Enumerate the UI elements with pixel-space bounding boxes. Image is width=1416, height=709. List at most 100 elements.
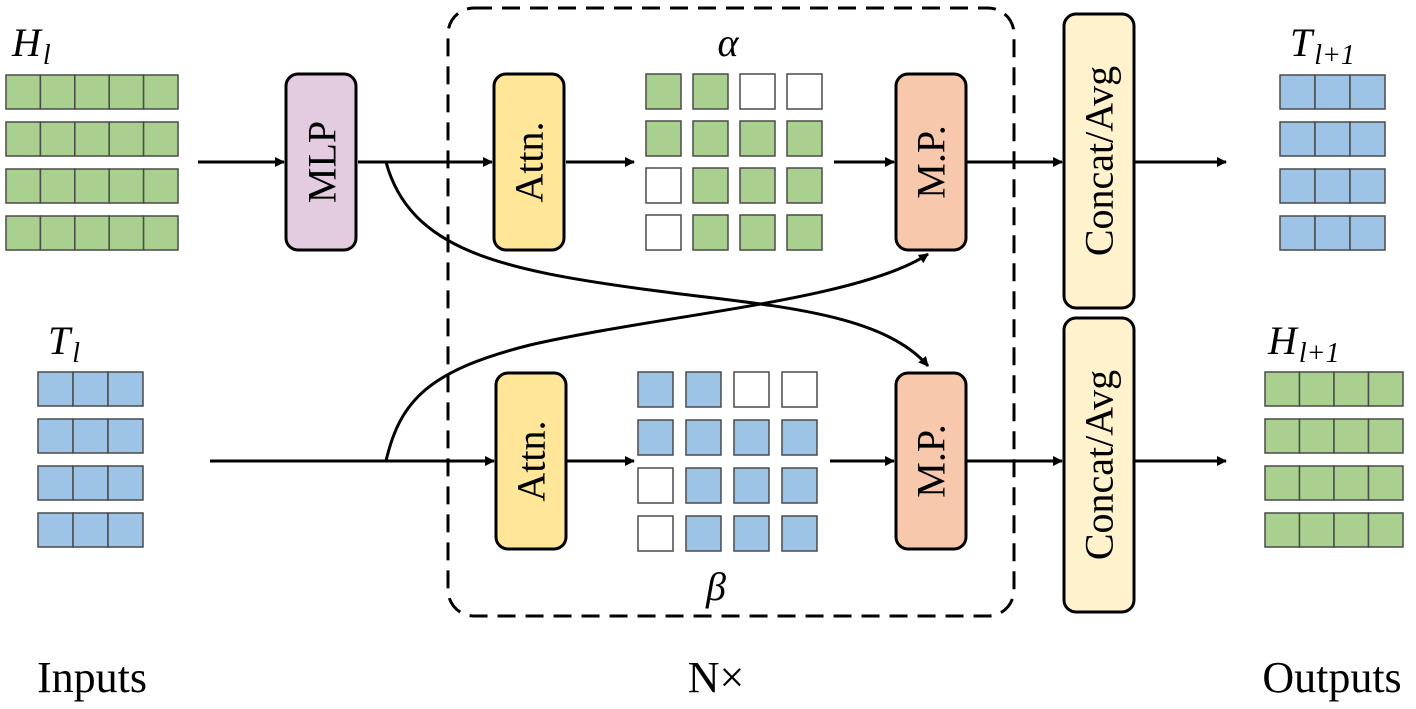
- alpha-symbol: α: [718, 20, 740, 65]
- matrix-cell-filled: [781, 515, 818, 552]
- grid-cell: [1349, 74, 1386, 110]
- grid-cell: [107, 512, 144, 548]
- input-h-label: Hl: [11, 20, 51, 71]
- output-t-feature-grid: [1279, 74, 1386, 251]
- matrix-cell-empty: [645, 167, 682, 204]
- input-t-feature-grid: [37, 371, 144, 548]
- grid-cell: [1314, 74, 1351, 110]
- grid-cell: [142, 215, 179, 251]
- matrix-cell-filled: [733, 419, 770, 456]
- grid-cell: [1333, 512, 1370, 548]
- grid-cell: [1367, 465, 1404, 501]
- concat-bottom-box: [1062, 316, 1136, 614]
- beta-attention-matrix: [637, 371, 818, 552]
- matrix-cell-filled: [645, 73, 682, 110]
- matrix-cell-filled: [685, 371, 722, 408]
- matrix-cell-filled: [692, 214, 729, 251]
- cross-arrow-t-to-mp-top: [384, 252, 929, 462]
- attn-top-label: Attn.: [507, 121, 552, 202]
- grid-cell: [108, 74, 145, 110]
- matrix-cell-empty: [637, 467, 674, 504]
- grid-cell: [5, 215, 42, 251]
- connections: [198, 157, 1227, 466]
- matrix-cell-filled: [685, 467, 722, 504]
- matrix-cell-filled: [786, 167, 823, 204]
- attn-top-box: [492, 72, 566, 252]
- grid-cell: [1264, 418, 1301, 454]
- concat-bottom-label: Concat/Avg: [1077, 370, 1122, 560]
- grid-cell: [142, 168, 179, 204]
- matrix-cell-filled: [781, 419, 818, 456]
- grid-cell: [142, 121, 179, 157]
- matrix-cell-filled: [685, 419, 722, 456]
- matrix-cell-filled: [739, 214, 776, 251]
- grid-cell: [74, 74, 110, 110]
- matrix-cell-empty: [645, 214, 682, 251]
- grid-cell: [37, 465, 74, 501]
- grid-cell: [5, 121, 42, 157]
- grid-cell: [1349, 215, 1386, 251]
- grid-cell: [1349, 168, 1386, 204]
- matrix-cell-filled: [739, 120, 776, 157]
- output-t-label: Tl+1: [1290, 20, 1355, 71]
- inputs-caption: Inputs: [37, 653, 147, 702]
- attn-top-block: Attn.: [492, 72, 566, 252]
- grid-cell: [1314, 168, 1351, 204]
- grid-cell: [39, 215, 76, 251]
- matrix-cell-filled: [786, 214, 823, 251]
- mp-bottom-label: M.P.: [909, 424, 954, 497]
- grid-cell: [37, 418, 74, 454]
- matrix-cell-empty: [781, 371, 818, 408]
- grid-cell: [107, 418, 144, 454]
- matrix-cell-empty: [733, 371, 770, 408]
- alpha-attention-matrix: [645, 73, 823, 251]
- grid-cell: [39, 168, 76, 204]
- grid-cell: [108, 168, 145, 204]
- matrix-cell-filled: [739, 167, 776, 204]
- matrix-cell-empty: [637, 515, 674, 552]
- mp-top-box: [894, 72, 968, 252]
- grid-cell: [107, 465, 144, 501]
- attn-bottom-label: Attn.: [509, 420, 554, 501]
- output-h-label: Hl+1: [1267, 318, 1340, 369]
- repeat-label: N×: [688, 653, 745, 702]
- grid-cell: [1298, 371, 1335, 407]
- matrix-cell-filled: [781, 467, 818, 504]
- attn-bottom-box: [494, 371, 568, 551]
- grid-cell: [74, 168, 110, 204]
- cross-arrow-mlp-to-mp-bottom: [384, 161, 930, 367]
- grid-cell: [1279, 121, 1316, 157]
- mp-top-block: M.P.: [894, 72, 968, 252]
- grid-cell: [5, 74, 42, 110]
- grid-cell: [108, 121, 145, 157]
- mlp-box: [284, 72, 358, 252]
- matrix-cell-filled: [692, 120, 729, 157]
- mp-bottom-box: [894, 371, 968, 551]
- matrix-cell-filled: [692, 167, 729, 204]
- grid-cell: [1349, 121, 1386, 157]
- matrix-cell-filled: [692, 73, 729, 110]
- repeat-block-frame: [446, 6, 1016, 618]
- grid-cell: [1298, 465, 1335, 501]
- grid-cell: [39, 74, 76, 110]
- matrix-cell-empty: [786, 73, 823, 110]
- matrix-cell-filled: [685, 515, 722, 552]
- grid-cell: [1279, 74, 1316, 110]
- mp-bottom-block: M.P.: [894, 371, 968, 551]
- matrix-cell-filled: [637, 371, 674, 408]
- grid-cell: [1314, 121, 1351, 157]
- beta-symbol: β: [705, 564, 726, 609]
- matrix-cell-filled: [637, 419, 674, 456]
- grid-cell: [108, 215, 145, 251]
- grid-cell: [1367, 371, 1404, 407]
- outputs-caption: Outputs: [1262, 653, 1401, 702]
- grid-cell: [74, 121, 110, 157]
- grid-cell: [1279, 215, 1316, 251]
- attn-bottom-block: Attn.: [494, 371, 568, 551]
- matrix-cell-filled: [645, 120, 682, 157]
- concat-top-box: [1062, 12, 1136, 310]
- mp-top-label: M.P.: [909, 125, 954, 198]
- grid-cell: [1333, 418, 1370, 454]
- grid-cell: [1298, 418, 1335, 454]
